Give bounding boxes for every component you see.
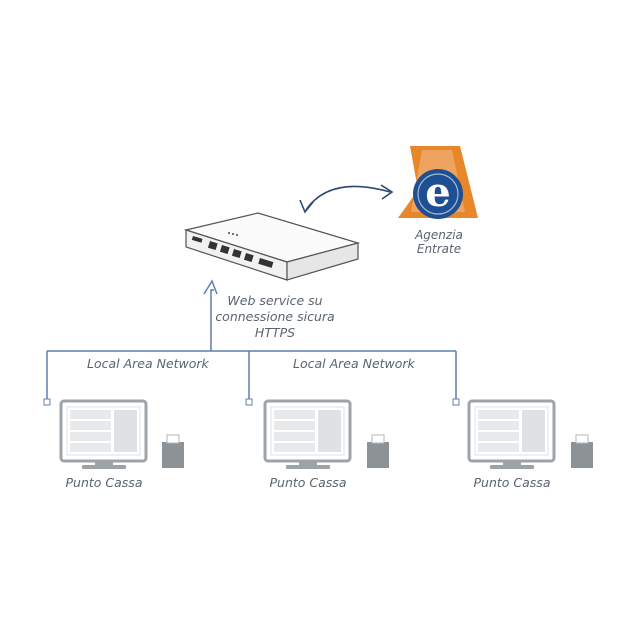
agency-name-line1: Agenzia [415, 228, 463, 242]
receipt-printer-icon [367, 442, 389, 468]
terminal-1 [59, 399, 184, 469]
lan-label-left: Local Area Network [84, 356, 212, 371]
logo-letter: e [425, 169, 450, 216]
lan-port-center [245, 398, 253, 406]
agency-name-label: Agenzia Entrate [400, 228, 478, 256]
lan-port-right [452, 398, 460, 406]
terminal-3 [467, 399, 593, 469]
terminal-label-3: Punto Cassa [473, 475, 551, 490]
lan-uplink-line [210, 289, 214, 351]
uplink-arrow-icon [203, 279, 218, 295]
terminal-label-2: Punto Cassa [269, 475, 347, 490]
receipt-printer-icon [571, 442, 593, 468]
agency-name-line2: Entrate [416, 242, 462, 256]
webservice-line3: HTTPS [254, 325, 296, 340]
webservice-label: Web service su connessione sicura HTTPS [210, 293, 340, 341]
lan-network-lines [46, 289, 457, 402]
sync-arrow-icon [299, 184, 394, 214]
webservice-line2: connessione sicura [215, 309, 335, 324]
lan-label-right: Local Area Network [290, 356, 418, 371]
terminal-label-1: Punto Cassa [65, 475, 143, 490]
agenzia-entrate-logo: e [398, 146, 478, 219]
server-device-icon [183, 212, 361, 281]
webservice-line1: Web service su [227, 293, 323, 308]
lan-port-left [43, 398, 51, 406]
terminal-2 [263, 399, 389, 469]
receipt-printer-icon [162, 442, 184, 468]
